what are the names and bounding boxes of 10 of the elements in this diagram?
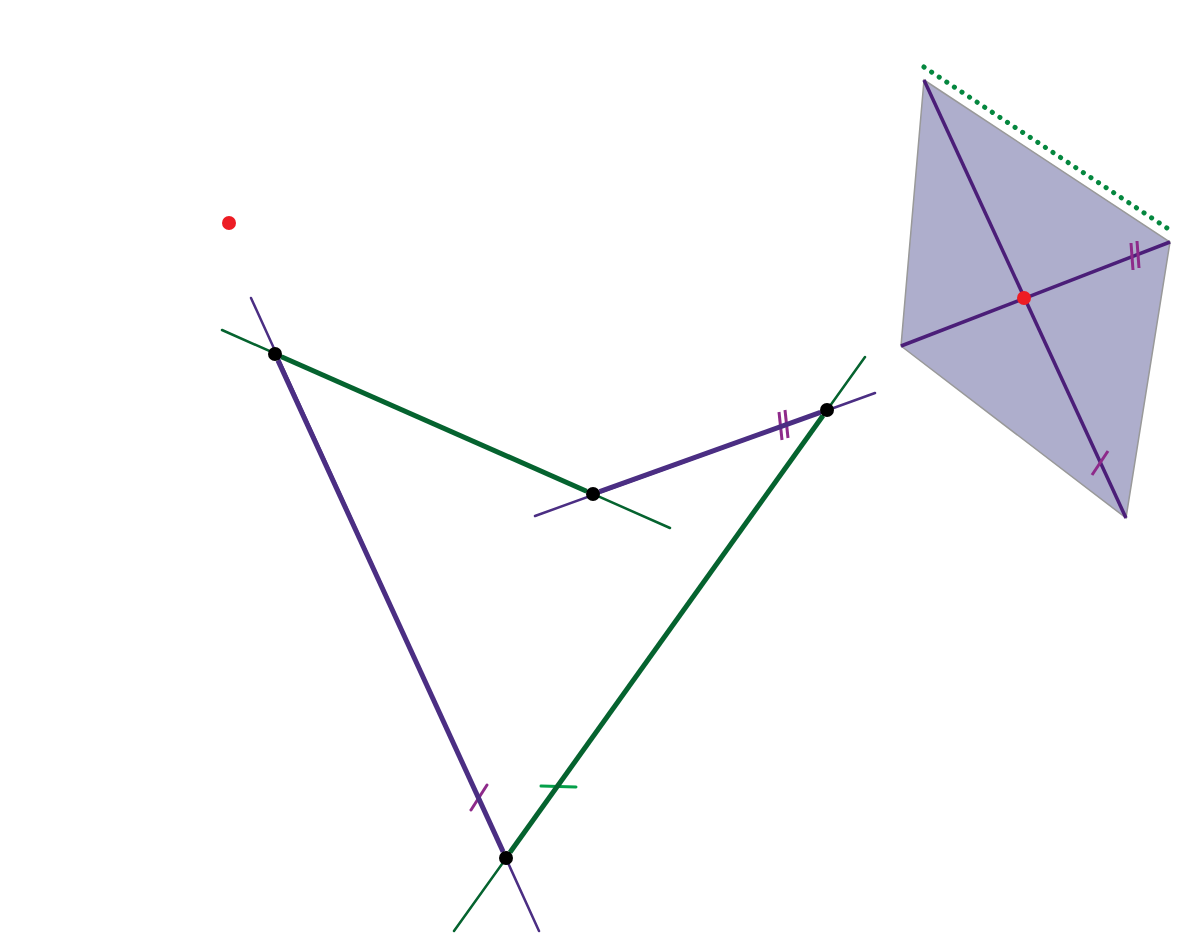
point-dot — [820, 403, 834, 417]
kite-shape — [900, 78, 1172, 520]
segment-line — [508, 414, 825, 854]
point-dot — [499, 851, 513, 865]
point-dot — [268, 347, 282, 361]
segment-line — [280, 354, 588, 494]
segment-line — [275, 359, 506, 853]
segment-line — [598, 410, 822, 494]
point-dot — [222, 216, 236, 230]
point-dot — [586, 487, 600, 501]
